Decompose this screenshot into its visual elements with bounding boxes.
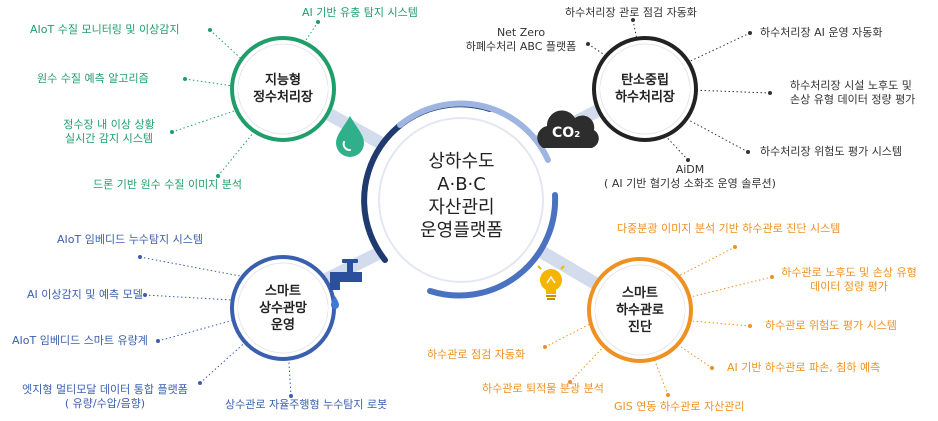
label-aiot-leak-detection: AIoT 임베디드 누수탐지 시스템 xyxy=(57,233,204,246)
co2-cloud-icon xyxy=(537,110,599,148)
green-dots xyxy=(170,20,320,178)
label-net-zero-platform: Net Zero 하폐수처리 ABC 플랫폼 xyxy=(462,26,580,54)
label-line: 실시간 감지 시스템 xyxy=(65,132,153,145)
orange-dots xyxy=(543,245,774,397)
center-inner-circle xyxy=(378,117,544,283)
water-drop-icon xyxy=(336,116,364,157)
label-damage-prediction: AI 기반 하수관로 파손, 침하 예측 xyxy=(727,361,881,374)
label-leak-robot: 상수관로 자율주행형 누수탐지 로봇 xyxy=(225,398,388,411)
hub-smart-water-treatment-title: 지능형 정수처리장 xyxy=(238,64,328,114)
label-edge-platform: 엣지형 멀티모달 데이터 통합 플랫폼 ( 유량/수압/음향) xyxy=(10,383,200,411)
label-gis-asset-management: GIS 연동 하수관로 자산관리 xyxy=(614,400,745,413)
label-line: 하수처리장 시설 노후도 및 xyxy=(790,79,912,92)
label-line: Net Zero xyxy=(496,26,546,39)
hub-smart-supply-title: 스마트 상수관망 운영 xyxy=(238,280,328,336)
center-ring-base xyxy=(365,104,557,296)
label-line: 정수장 내 이상 상황 xyxy=(63,118,155,131)
faucet-icon xyxy=(330,259,362,309)
label-raw-water-prediction: 원수 수질 예측 알고리즘 xyxy=(37,72,149,85)
hub-title-line: 탄소중립 xyxy=(621,73,669,88)
hub-carbon-neutral-plant-title: 탄소중립 하수처리장 xyxy=(600,64,690,114)
label-line: ( AI 기반 혐기성 소화조 운영 솔루션) xyxy=(604,177,776,190)
label-ai-operation-automation: 하수처리장 AI 운영 자동화 xyxy=(760,26,883,39)
label-line: 하폐수처리 ABC 플랫폼 xyxy=(465,40,577,53)
hub-title-line: 스마트 xyxy=(265,283,301,299)
label-sewer-aging: 하수관로 노후도 및 손상 유형 데이터 정량 평가 xyxy=(776,266,922,294)
hub-title-line: 하수관로 xyxy=(616,302,664,318)
center-title-line-3: 자산관리 xyxy=(428,197,495,218)
label-larva-detection: AI 기반 유충 탐지 시스템 xyxy=(302,6,418,19)
label-drone-analysis: 드론 기반 원수 수질 이미지 분석 xyxy=(93,178,243,191)
hub-title-line: 상수관망 xyxy=(259,300,307,316)
dark-leaders xyxy=(587,19,771,161)
label-line: 데이터 정량 평가 xyxy=(810,280,888,293)
label-sewer-inspection-automation: 하수관로 점검 자동화 xyxy=(427,348,526,361)
label-realtime-detection: 정수장 내 이상 상황 실시간 감지 시스템 xyxy=(50,118,168,146)
hub-title-line: 운영 xyxy=(271,317,295,333)
hub-smart-sewer-title: 스마트 하수관로 진단 xyxy=(595,282,685,338)
center-title-line-2: A·B·C xyxy=(437,174,486,195)
blue-dots xyxy=(138,255,293,398)
label-line: 손상 유형 데이터 정량 평가 xyxy=(790,93,916,106)
label-sediment-analysis: 하수관로 퇴적물 분광 분석 xyxy=(482,382,604,395)
label-plant-risk-assessment: 하수처리장 위험도 평가 시스템 xyxy=(760,145,903,158)
label-line: 엣지형 멀티모달 데이터 통합 플랫폼 xyxy=(22,383,188,396)
label-aidm: AiDM ( AI 기반 혐기성 소화조 운영 솔루션) xyxy=(600,163,780,191)
label-multispectral-diagnosis: 다중분광 이미지 분석 기반 하수관로 진단 시스템 xyxy=(617,222,841,235)
hub-title-line: 스마트 xyxy=(622,285,658,301)
center-ring-blue-arc xyxy=(427,192,559,299)
center-title-line-1: 상하수도 xyxy=(428,151,495,172)
label-ai-anomaly-model: AI 이상감지 및 예측 모델 xyxy=(27,288,143,301)
hub-title-line: 정수처리장 xyxy=(253,90,313,105)
hub-title-line: 지능형 xyxy=(265,73,301,88)
center-ring-light-arc xyxy=(397,100,551,163)
label-smart-flowmeter: AIoT 임베디드 스마트 유량계 xyxy=(12,334,148,347)
label-sewer-risk: 하수관로 위험도 평가 시스템 xyxy=(765,319,897,332)
center-title-line-4: 운영플랫폼 xyxy=(420,220,503,241)
dark-dots xyxy=(586,18,772,162)
label-line: 하수관로 노후도 및 손상 유형 xyxy=(781,266,917,279)
label-line: ( 유량/수압/음향) xyxy=(64,397,146,410)
light-bulb-icon xyxy=(537,265,565,300)
center-title: 상하수도 A·B·C 자산관리 운영플랫폼 xyxy=(399,150,524,242)
label-line: AiDM xyxy=(675,163,705,176)
label-pipe-inspection-automation: 하수처리장 관로 점검 자동화 xyxy=(565,6,697,19)
label-facility-aging: 하수처리장 시설 노후도 및 손상 유형 데이터 정량 평가 xyxy=(790,79,915,107)
co2-text: CO₂ xyxy=(552,125,581,141)
hub-title-line: 하수처리장 xyxy=(615,90,675,105)
hub-title-line: 진단 xyxy=(628,319,652,335)
label-aiot-water-quality: AIoT 수질 모니터링 및 이상감지 xyxy=(30,23,180,36)
